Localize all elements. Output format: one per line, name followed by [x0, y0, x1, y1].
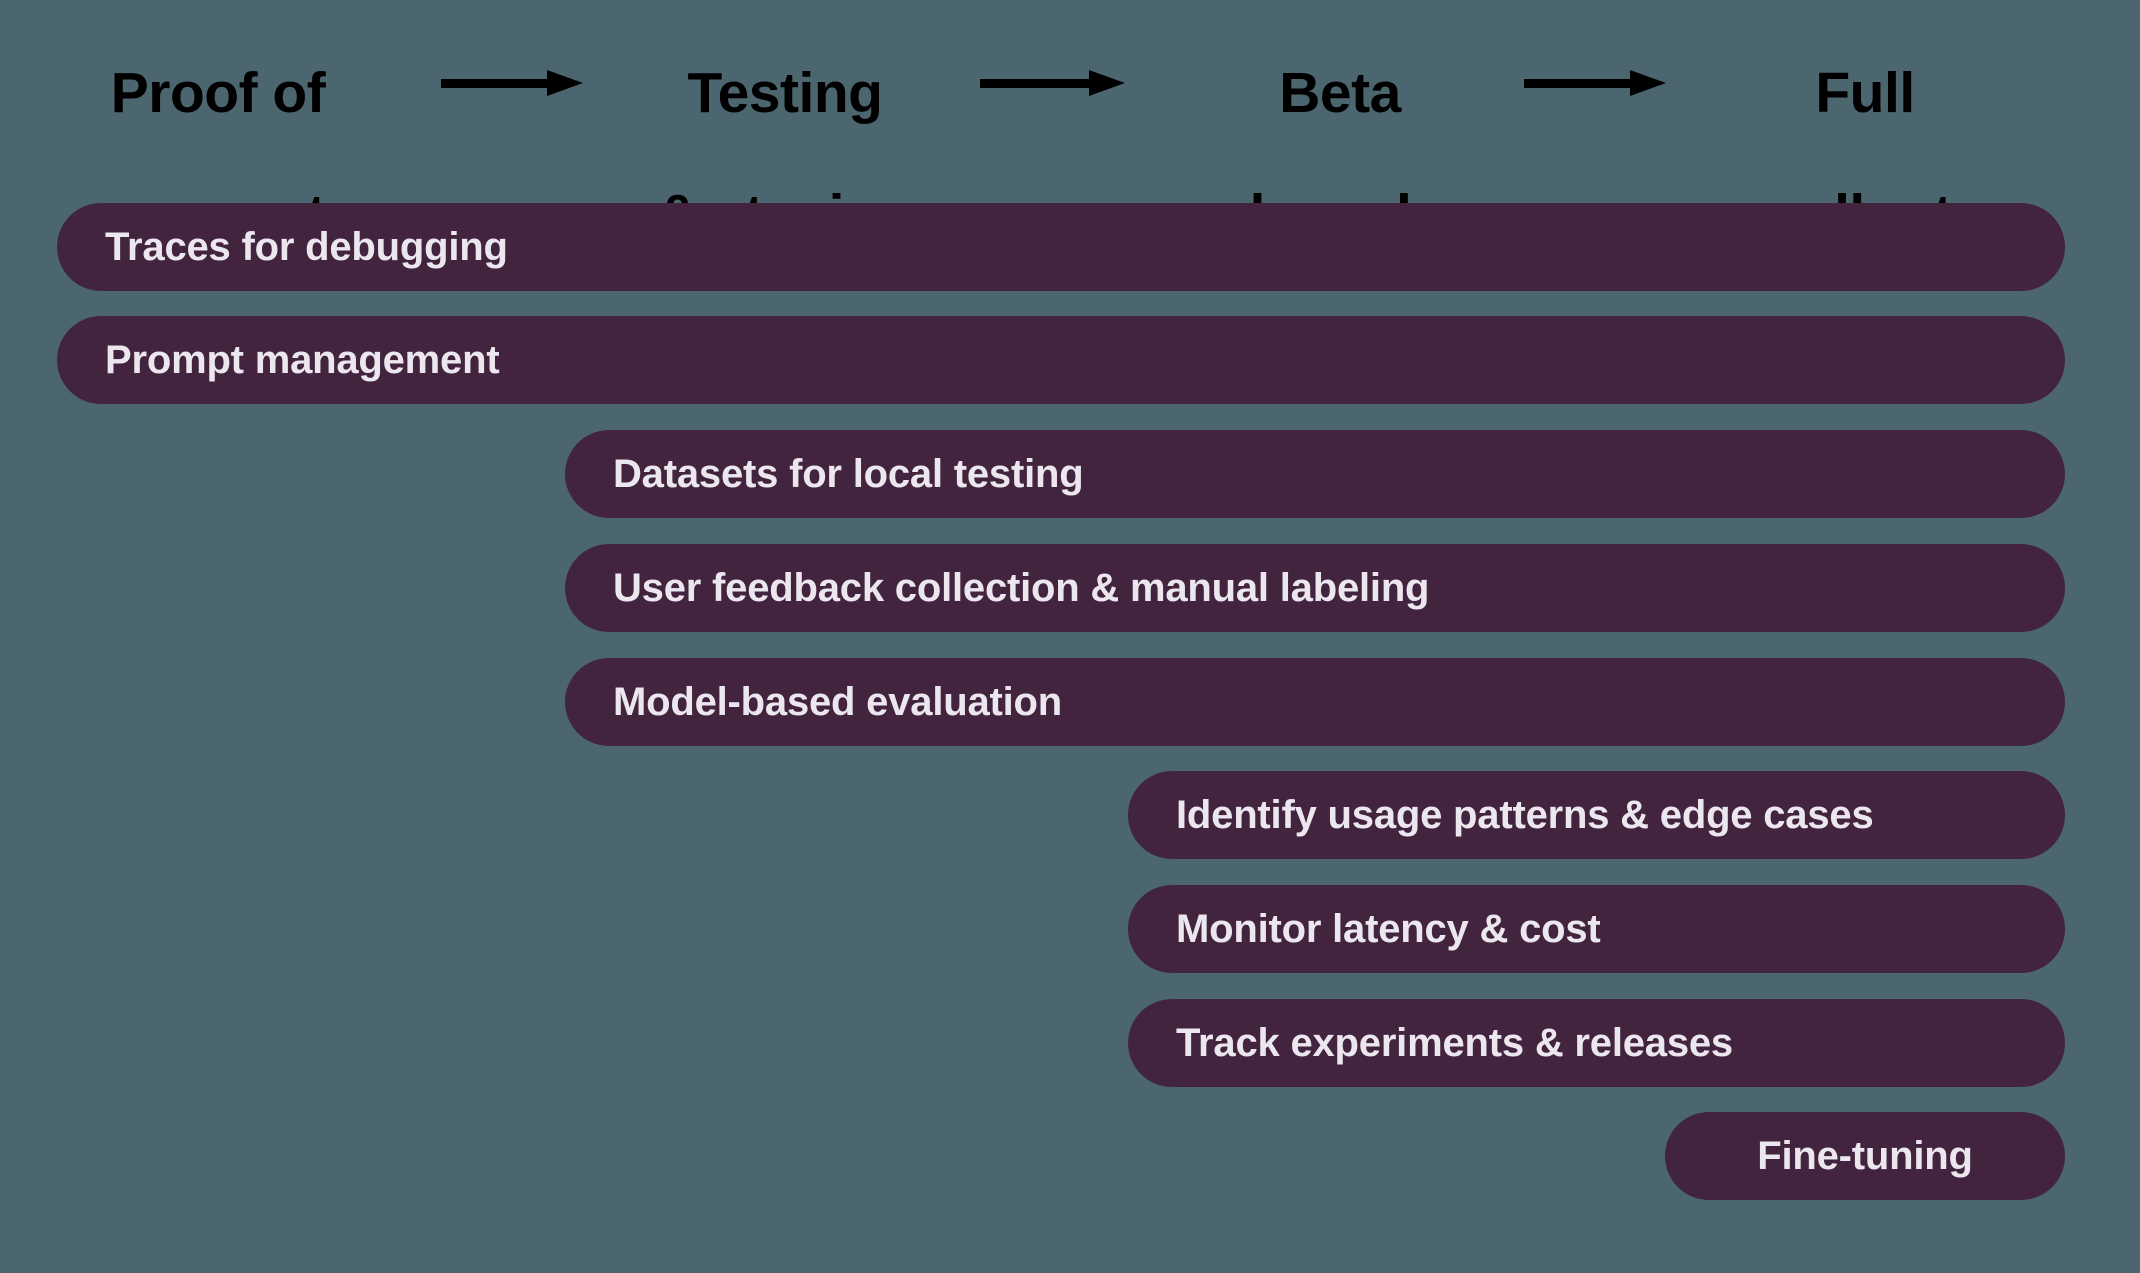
phase-label-line1: Testing [687, 61, 883, 125]
arrow-head [1630, 70, 1666, 96]
capability-bar-prompt-management[interactable]: Prompt management [57, 316, 2065, 404]
capability-bar-monitor-latency-and-cost[interactable]: Monitor latency & cost [1128, 885, 2065, 973]
capability-label: Traces for debugging [105, 224, 508, 269]
capability-bar-model-based-evaluation[interactable]: Model-based evaluation [565, 658, 2065, 746]
capability-label: Track experiments & releases [1176, 1020, 1733, 1065]
capability-label: Fine-tuning [1757, 1133, 1973, 1178]
phase-label-line1: Beta [1279, 61, 1401, 125]
capability-label: Identify usage patterns & edge cases [1176, 792, 1874, 837]
capability-label: Model-based evaluation [613, 679, 1063, 724]
capability-bar-user-feedback-collection-and-manual-labeling[interactable]: User feedback collection & manual labeli… [565, 544, 2065, 632]
arrow-head [547, 70, 583, 96]
right-arrow-icon [441, 70, 583, 96]
arrow-shaft [441, 79, 547, 88]
phase-label-line1: Full [1815, 61, 1915, 125]
capability-bar-traces-for-debugging[interactable]: Traces for debugging [57, 203, 2065, 291]
phase-label-line1: Proof of [110, 61, 326, 125]
capability-bar-fine-tuning[interactable]: Fine-tuning [1665, 1112, 2065, 1200]
capability-label: Prompt management [105, 337, 500, 382]
arrow-shaft [980, 79, 1089, 88]
capability-bar-track-experiments-and-releases[interactable]: Track experiments & releases [1128, 999, 2065, 1087]
capability-label: User feedback collection & manual labeli… [613, 565, 1430, 610]
capability-label: Datasets for local testing [613, 451, 1084, 496]
arrow-shaft [1524, 79, 1630, 88]
arrow-head [1089, 70, 1125, 96]
capability-bar-identify-usage-patterns-and-edge-cases[interactable]: Identify usage patterns & edge cases [1128, 771, 2065, 859]
capability-label: Monitor latency & cost [1176, 906, 1601, 951]
right-arrow-icon [980, 70, 1125, 96]
capability-bar-datasets-for-local-testing[interactable]: Datasets for local testing [565, 430, 2065, 518]
right-arrow-icon [1524, 70, 1666, 96]
